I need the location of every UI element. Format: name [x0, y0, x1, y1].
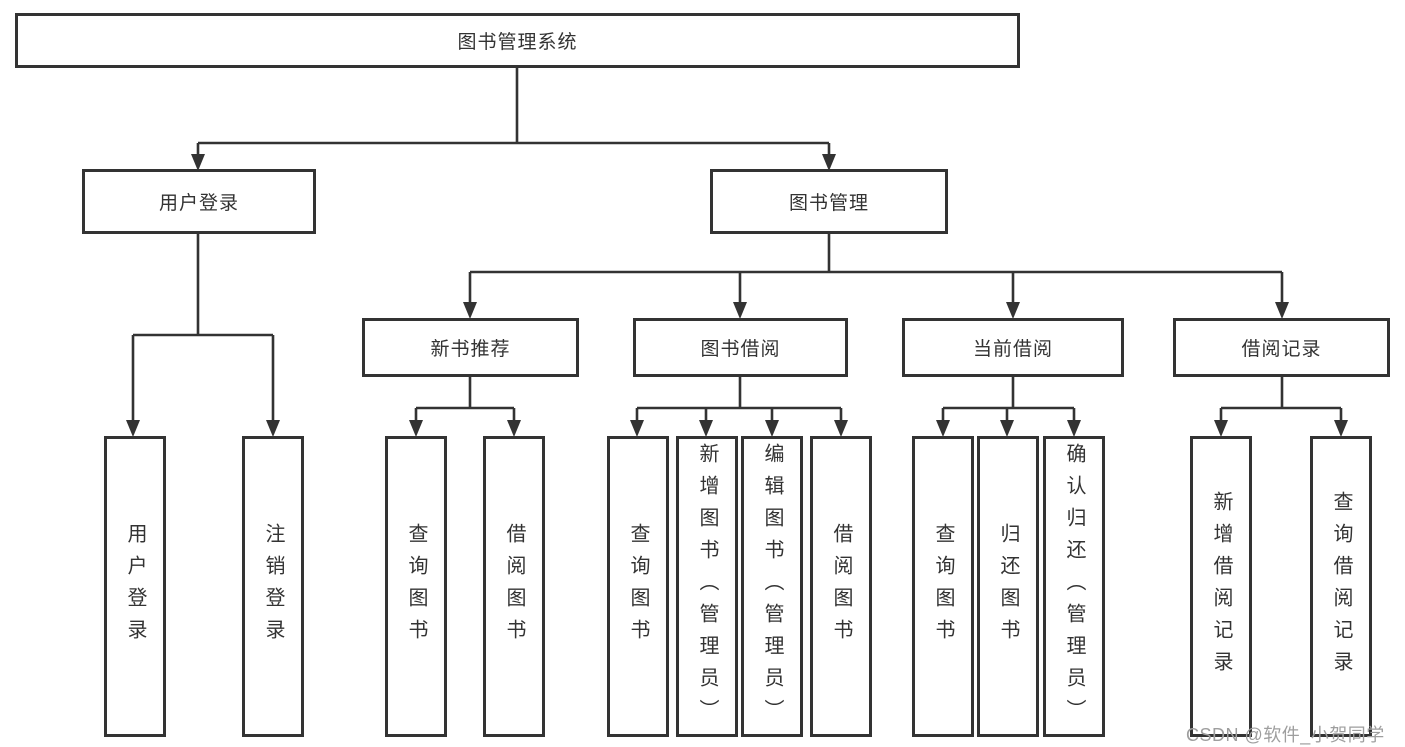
leaf-add-books-admin-label: 新增图书（管理员） [696, 442, 718, 731]
connector-current-borrow-to-leaves [936, 377, 1081, 437]
node-new-book-recommend-label: 新书推荐 [430, 339, 511, 360]
leaf-query-borrow-record-label: 查询借阅记录 [1330, 490, 1352, 683]
leaf-recommend-borrow-books-label: 借阅图书 [503, 522, 525, 651]
node-user-login: 用户登录 [82, 169, 316, 234]
connector-book-management-to-level2 [463, 234, 1289, 319]
node-root: 图书管理系统 [15, 13, 1020, 68]
leaf-edit-books-admin: 编辑图书（管理员） [741, 436, 803, 737]
node-user-login-label: 用户登录 [158, 193, 239, 214]
leaf-current-query-books: 查询图书 [912, 436, 974, 737]
leaf-query-borrow-record: 查询借阅记录 [1310, 436, 1372, 737]
node-borrow-records-label: 借阅记录 [1241, 339, 1322, 360]
leaf-edit-books-admin-label: 编辑图书（管理员） [761, 442, 783, 731]
leaf-return-books-label: 归还图书 [997, 522, 1019, 651]
connector-new-book-recommend-to-leaves [409, 377, 521, 437]
leaf-return-books: 归还图书 [977, 436, 1039, 737]
leaf-user-login-label: 用户登录 [124, 522, 146, 651]
node-current-borrow-label: 当前借阅 [972, 339, 1053, 360]
leaf-confirm-return-admin-label: 确认归还（管理员） [1063, 442, 1085, 731]
leaf-add-books-admin: 新增图书（管理员） [676, 436, 738, 737]
connector-borrow-records-to-leaves [1214, 377, 1348, 437]
node-book-borrow-label: 图书借阅 [700, 339, 781, 360]
node-book-borrow: 图书借阅 [633, 318, 848, 377]
leaf-logout: 注销登录 [242, 436, 304, 737]
leaf-user-login: 用户登录 [104, 436, 166, 737]
csdn-watermark: CSDN @软件_小贺同学 [1186, 725, 1385, 745]
node-book-management: 图书管理 [710, 169, 948, 234]
leaf-current-query-books-label: 查询图书 [932, 522, 954, 651]
connector-book-borrow-to-leaves [630, 377, 848, 437]
node-current-borrow: 当前借阅 [902, 318, 1124, 377]
leaf-borrow-books: 借阅图书 [810, 436, 872, 737]
leaf-add-borrow-record: 新增借阅记录 [1190, 436, 1252, 737]
connector-root-to-level1 [191, 68, 836, 171]
node-book-management-label: 图书管理 [788, 193, 869, 214]
leaf-recommend-query-books-label: 查询图书 [405, 522, 427, 651]
leaf-logout-label: 注销登录 [262, 522, 284, 651]
leaf-recommend-query-books: 查询图书 [385, 436, 447, 737]
node-new-book-recommend: 新书推荐 [362, 318, 579, 377]
leaf-borrow-query-books-label: 查询图书 [627, 522, 649, 651]
leaf-borrow-books-label: 借阅图书 [830, 522, 852, 651]
leaf-confirm-return-admin: 确认归还（管理员） [1043, 436, 1105, 737]
leaf-recommend-borrow-books: 借阅图书 [483, 436, 545, 737]
connector-user-login-to-leaves [126, 234, 280, 437]
leaf-add-borrow-record-label: 新增借阅记录 [1210, 490, 1232, 683]
node-borrow-records: 借阅记录 [1173, 318, 1390, 377]
leaf-borrow-query-books: 查询图书 [607, 436, 669, 737]
node-root-label: 图书管理系统 [457, 32, 578, 53]
